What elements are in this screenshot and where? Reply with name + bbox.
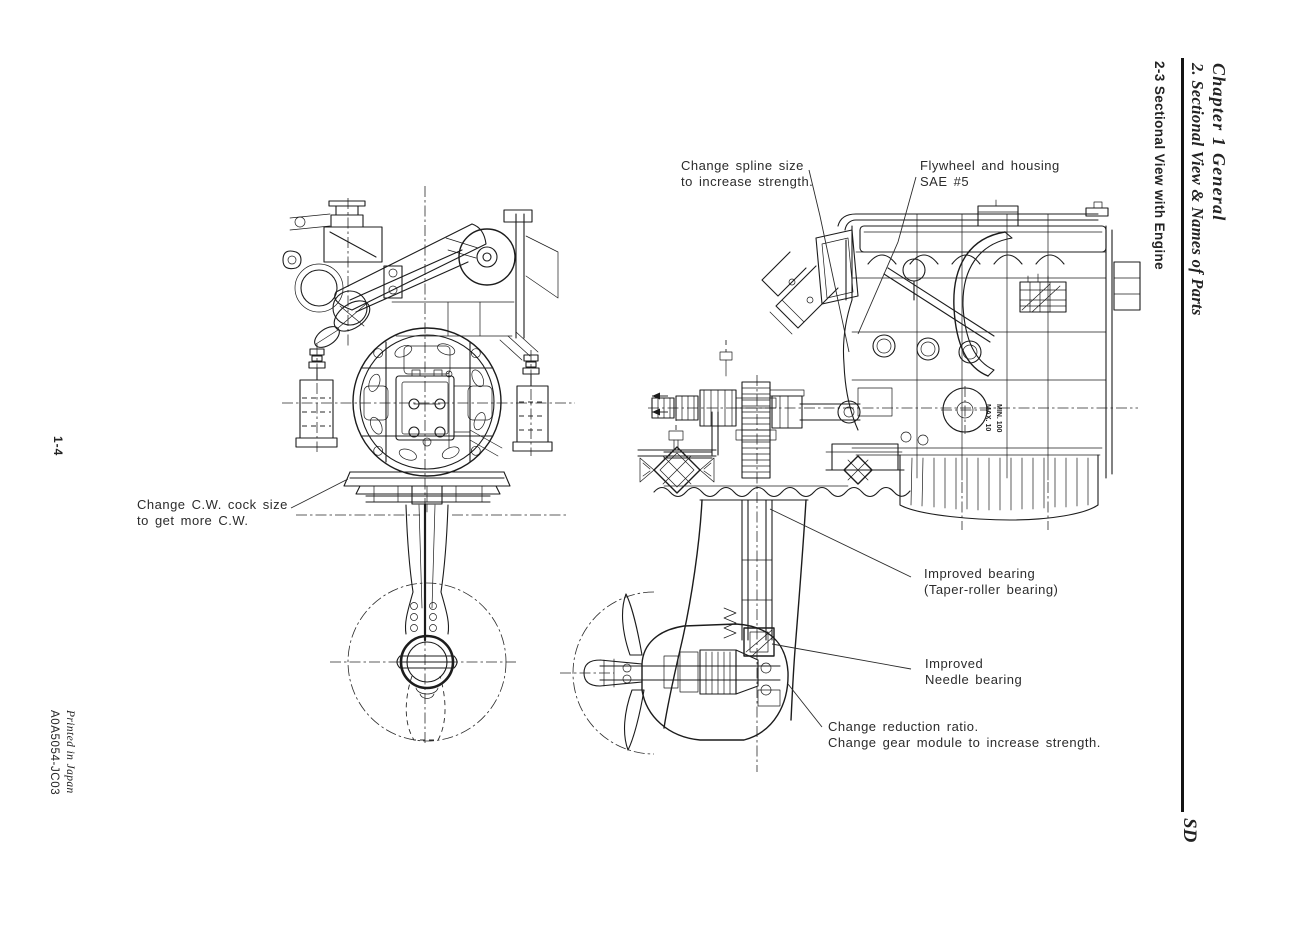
callout-line: to get more C.W.: [137, 513, 249, 528]
engine-mount-right: [512, 350, 553, 456]
subsection-title: 2-3 Sectional View with Engine: [1152, 61, 1167, 271]
dipstick-max-label: MAX. 10: [984, 404, 991, 432]
section-title: 2. Sectional View & Names of Parts: [1188, 63, 1207, 316]
propeller-blade-upper: [621, 593, 643, 656]
engine-mount-left: [295, 344, 338, 452]
side-view-engine: [560, 199, 1141, 772]
callout-line: (Taper-roller bearing): [924, 582, 1059, 597]
callout-needle-bearing: Improved Needle bearing: [925, 656, 1022, 688]
mount-and-hull: [637, 446, 911, 498]
callout-line: Change spline size: [681, 158, 804, 173]
header-rule: [1181, 58, 1184, 812]
anode-holes: [410, 602, 437, 632]
print-note: Printed in Japan: [64, 710, 76, 794]
print-code: A0A5054-JC03: [48, 710, 60, 796]
propeller-swept-arc: [572, 591, 655, 755]
propeller-blade-lower: [623, 689, 645, 751]
upper-gear-case: [651, 340, 861, 479]
callout-reduction-ratio: Change reduction ratio. Change gear modu…: [828, 719, 1101, 751]
page-number: 1-4: [51, 436, 65, 457]
callout-cw-cock: Change C.W. cock size to get more C.W.: [137, 497, 288, 529]
callout-flywheel: Flywheel and housing SAE #5: [920, 158, 1060, 190]
callout-line: Improved: [925, 656, 984, 671]
callout-line: to increase strength.: [681, 174, 814, 189]
flywheel-rim-slots: [368, 343, 486, 461]
callout-line: Change reduction ratio.: [828, 719, 979, 734]
saildrive-leg: [663, 499, 809, 729]
model-code: SD: [1179, 818, 1200, 843]
front-view-engine: [282, 186, 575, 745]
callout-line: Change gear module to increase strength.: [828, 735, 1101, 750]
callout-line: Flywheel and housing: [920, 158, 1060, 173]
callout-line: SAE #5: [920, 174, 970, 189]
callout-taper-bearing: Improved bearing (Taper-roller bearing): [924, 566, 1058, 598]
chapter-title: Chapter 1 General: [1209, 63, 1229, 222]
dipstick-min-label: MIN. 100: [995, 404, 1002, 433]
mixing-elbow: [761, 229, 859, 335]
lower-gear-pod: [560, 591, 789, 755]
callout-spline: Change spline size to increase strength.: [681, 158, 813, 190]
propeller-swept-circle: [347, 582, 507, 742]
callout-line: Change C.W. cock size: [137, 497, 288, 512]
callout-line: Needle bearing: [925, 672, 1023, 687]
callout-line: Improved bearing: [924, 566, 1036, 581]
callout-leaders: [290, 169, 917, 728]
